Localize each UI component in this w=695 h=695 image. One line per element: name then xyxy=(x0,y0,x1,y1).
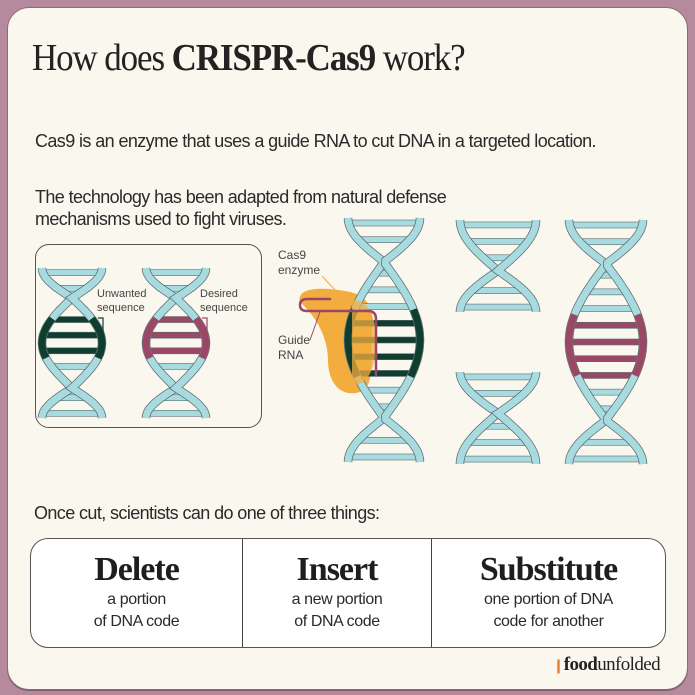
action-title: Substitute xyxy=(479,551,618,588)
intro-line-2: The technology has been adapted from nat… xyxy=(35,187,447,229)
carrot-icon: ❙ xyxy=(552,658,565,674)
outro-text: Once cut, scientists can do one of three… xyxy=(34,503,380,523)
action-title: Insert xyxy=(296,551,379,588)
action-title: Delete xyxy=(94,551,180,588)
page-title: How does CRISPR-Cas9 work? xyxy=(32,37,466,79)
foodunfolded-logo: ❙foodunfolded xyxy=(552,654,661,675)
before-after-inset xyxy=(35,244,262,428)
intro-line-1: Cas9 is an enzyme that uses a guide RNA … xyxy=(35,131,597,151)
